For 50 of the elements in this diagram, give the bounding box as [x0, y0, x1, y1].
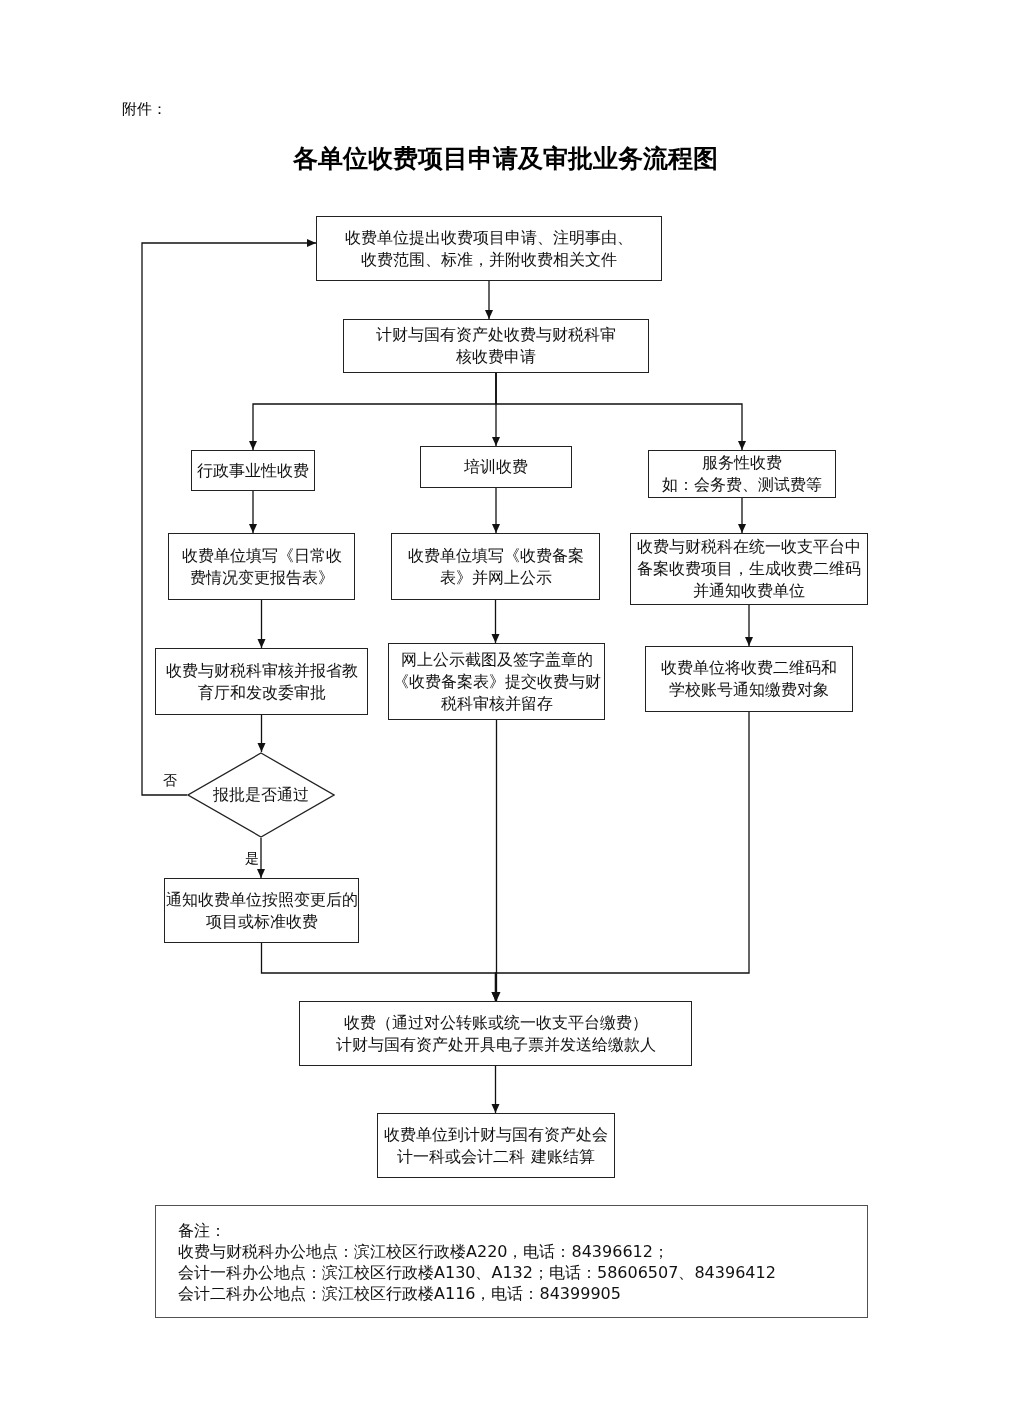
arrow — [257, 837, 265, 879]
process-box — [343, 319, 649, 373]
note-box — [155, 1205, 868, 1318]
process-box — [316, 216, 662, 281]
process-box — [648, 450, 836, 498]
edge-label: 是 — [244, 850, 260, 866]
node-text: 报批是否通过 — [213, 784, 309, 806]
process-box — [299, 1001, 692, 1066]
arrow — [249, 490, 257, 534]
arrow — [485, 280, 493, 320]
node-text: 培训收费 — [464, 456, 528, 478]
node-text: 计财与国有资产处开具电子票并发送给缴款人 — [335, 1033, 656, 1056]
arrow — [491, 1065, 500, 1114]
arrow — [745, 604, 753, 647]
arrow — [495, 372, 746, 451]
note-heading: 备注： — [178, 1219, 226, 1241]
node-text: 收费与财税科审核并报省教育厅和发改委审批 — [164, 659, 359, 704]
node-text: 通知收费单位按照变更后的项目或标准收费 — [165, 888, 358, 933]
node-text: 收费（通过对公转账或统一收支平台缴费） — [343, 1011, 648, 1034]
note-line: 会计一科办公地点：滨江校区行政楼A130、A132；电话：58606507、84396412 — [178, 1261, 776, 1283]
process-box — [420, 446, 572, 488]
process-box — [164, 878, 359, 943]
node-text: 收费单位将收费二维码和学校账号通知缴费对象 — [660, 657, 838, 701]
diagram-title: 各单位收费项目申请及审批业务流程图 — [291, 143, 719, 175]
node-text: 计财与国有资产处收费与财税科审核收费申请 — [375, 324, 617, 368]
note-line: 会计二科办公地点：滨江校区行政楼A116，电话：84399905 — [178, 1282, 621, 1304]
process-box — [168, 533, 355, 600]
arrow — [492, 487, 500, 534]
arrow — [738, 497, 746, 534]
node-text: 如：会务费、测试费等 — [662, 474, 822, 496]
node-text: 行政事业性收费 — [197, 459, 309, 482]
arrow — [141, 239, 317, 796]
node-text: 收费单位填写《收费备案表》并网上公示 — [406, 544, 585, 589]
node-text: 收费单位填写《日常收费情况变更报告表》 — [180, 544, 343, 589]
note-line: 收费与财税科办公地点：滨江校区行政楼A220，电话：84396612； — [178, 1240, 669, 1262]
process-box — [377, 1113, 615, 1178]
node-text: 网上公示截图及签字盖章的《收费备案表》提交收费与财税科审核并留存 — [391, 648, 602, 715]
attachment-label: 附件： — [122, 100, 167, 119]
process-box — [155, 648, 368, 715]
process-box — [645, 646, 853, 712]
node-text: 收费与财税科在统一收支平台中备案收费项目，生成收费二维码并通知收费单位 — [636, 536, 862, 602]
edge-label: 否 — [162, 772, 178, 788]
process-box — [191, 450, 315, 491]
arrow — [257, 599, 266, 649]
process-box — [391, 533, 600, 600]
node-text: 服务性收费 — [702, 452, 782, 474]
node-text: 收费单位到计财与国有资产处会计一科或会计二科 建账结算 — [383, 1123, 609, 1168]
arrow — [257, 714, 266, 753]
arrow — [491, 599, 500, 644]
node-text: 收费单位提出收费项目申请、注明事由、收费范围、标准，并附收费相关文件 — [344, 226, 634, 271]
